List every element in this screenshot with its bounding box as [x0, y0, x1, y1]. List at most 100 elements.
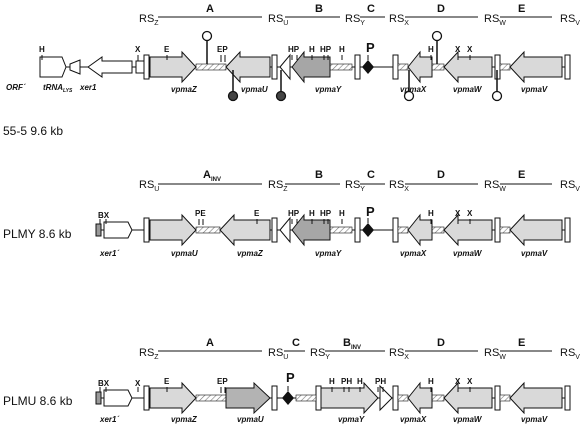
rs-boundary: [392, 217, 399, 243]
hatch-region: [295, 394, 317, 402]
segment-label: BINV: [343, 337, 361, 351]
rs-label: RSV: [560, 347, 580, 361]
gene-fragment: [279, 53, 291, 81]
hatch-region: [431, 63, 445, 71]
filled-circle-marker: [227, 90, 239, 102]
gene-label: vpmaY: [315, 85, 342, 94]
hatch-region: [195, 226, 221, 234]
gene-arrow-vpmaU: [149, 213, 197, 247]
segment-label: D: [437, 337, 445, 349]
site-h: H: [339, 45, 345, 54]
gene-arrow-vpmaU: [225, 381, 271, 415]
rs-boundary: [271, 385, 278, 411]
segment-label: A: [206, 337, 214, 349]
segment-label: E: [518, 169, 525, 181]
gene-label: vpmaU: [241, 85, 268, 94]
site-x: X: [467, 209, 473, 218]
row-plmu: RSZ RSU RSY RSX RSW RSV A C BINV D E BX …: [3, 337, 580, 424]
gene-label: vpmaZ: [237, 249, 264, 258]
segment-label: AINV: [203, 169, 221, 183]
rs-label: RSU: [268, 13, 288, 27]
site-x: X: [467, 377, 473, 386]
rs-label: RSY: [345, 13, 365, 27]
gene-label: vpmaX: [400, 85, 427, 94]
xer1-arrow: [87, 56, 133, 78]
rs-box: [135, 60, 145, 74]
site-ph: PH: [375, 377, 386, 386]
site-hp: HP: [288, 45, 300, 54]
rs-boundary: [315, 385, 322, 411]
site-ep: EP: [217, 377, 228, 386]
gene-arrow-vpmaV: [509, 50, 563, 84]
gene-label: vpmaU: [237, 415, 264, 424]
rs-boundary: [564, 385, 571, 411]
site-ep: EP: [217, 45, 228, 54]
hatch-region: [499, 63, 511, 71]
rs-boundary: [354, 54, 361, 80]
gene-arrow-vpmaV: [509, 381, 563, 415]
site-x: X: [455, 45, 461, 54]
gene-label: vpmaX: [400, 415, 427, 424]
site-h: H: [428, 209, 434, 218]
gene-arrow-vpmaZ: [219, 213, 271, 247]
site-h: H: [357, 377, 363, 386]
gene-arrow-vpmaU: [225, 50, 271, 84]
rs-label: RSU: [139, 179, 159, 193]
rs-boundary: [494, 385, 501, 411]
gene-arrow-vpmaY: [320, 381, 379, 415]
rs-label: RSY: [310, 347, 330, 361]
segment-label: C: [367, 169, 375, 181]
open-circle-marker: [403, 90, 415, 102]
hatch-region: [431, 226, 445, 234]
rs-label: RSZ: [268, 179, 288, 193]
segment-label: D: [437, 3, 445, 15]
segment-label: B: [315, 169, 323, 181]
xer1-fragment: [103, 221, 133, 239]
rs-boundary: [392, 385, 399, 411]
rs-boundary: [143, 217, 150, 243]
rs-label: RSW: [484, 179, 506, 193]
rs-label: RSU: [268, 347, 288, 361]
gene-arrow-vpmaV: [509, 213, 563, 247]
rs-label: RSZ: [139, 13, 159, 27]
gene-arrow-vpmaY: [291, 50, 331, 84]
site-hp: HP: [320, 209, 332, 218]
rs-boundary: [392, 54, 399, 80]
row-plmy: RSU RSZ RSY RSX RSW RSV AINV B C D E BX: [3, 169, 580, 258]
row-label: 55-5 9.6 kb: [3, 124, 63, 138]
site-bx: BX: [98, 379, 110, 388]
site-x: X: [467, 45, 473, 54]
gene-fragment: [379, 384, 393, 412]
gene-arrow-vpmaW: [443, 381, 493, 415]
gene-label: xer1´: [99, 415, 120, 424]
site-h: H: [428, 45, 434, 54]
promoter-label: P: [366, 40, 375, 55]
rs-label: RSX: [389, 179, 409, 193]
site-e: E: [164, 377, 170, 386]
site-x: X: [455, 377, 461, 386]
gene-label: vpmaV: [521, 415, 548, 424]
rs-label: RSX: [389, 347, 409, 361]
promoter-symbol: [362, 60, 374, 74]
site-x: X: [455, 209, 461, 218]
rs-boundary: [271, 54, 278, 80]
rs-label: RSX: [389, 13, 409, 27]
gene-label: vpmaW: [453, 249, 483, 258]
gene-label: vpmaX: [400, 249, 427, 258]
row-label: PLMY 8.6 kb: [3, 227, 72, 241]
rs-label: RSV: [560, 13, 580, 27]
site-e: E: [254, 209, 260, 218]
rs-boundary: [143, 385, 150, 411]
row-label: PLMU 8.6 kb: [3, 394, 73, 408]
filled-circle-marker: [275, 90, 287, 102]
gene-label: vpmaV: [521, 85, 548, 94]
rs-label: RSZ: [139, 347, 159, 361]
gene-label: vpmaY: [315, 249, 342, 258]
gene-arrow-vpmaX: [407, 50, 433, 84]
site-h: H: [309, 209, 315, 218]
hatch-region: [195, 63, 227, 71]
gene-label: vpmaZ: [171, 415, 198, 424]
gene-label-trna: tRNALYS: [43, 83, 73, 94]
segment-label: E: [518, 337, 525, 349]
site-x: X: [135, 45, 141, 54]
